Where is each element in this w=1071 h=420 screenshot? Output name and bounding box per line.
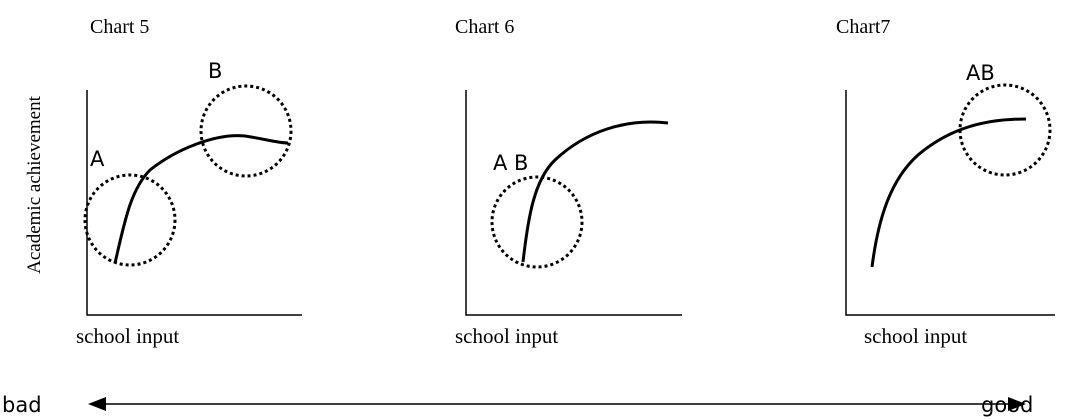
chart-5: Chart 5 A B school input — [76, 16, 302, 348]
chart-6-region-label: A B — [493, 151, 528, 175]
chart-5-region-b-circle — [199, 84, 293, 178]
chart-6-axes — [465, 90, 682, 316]
chart-6-xlabel: school input — [455, 324, 558, 348]
chart-7-axes — [845, 90, 1055, 316]
chart-7-region-circle — [958, 83, 1052, 177]
scale-good-label: good — [981, 393, 1033, 417]
y-axis-label: Academic achievement — [24, 95, 45, 273]
chart-6: Chart 6 A B school input — [455, 16, 682, 348]
scale-arrow-left-head — [88, 397, 106, 411]
chart-6-region-circle — [490, 175, 584, 269]
chart-7: Chart7 AB school input — [836, 16, 1055, 348]
scale-arrow-right-head — [1008, 397, 1026, 411]
chart-5-region-b-label: B — [208, 59, 222, 83]
chart-5-region-a-label: A — [90, 147, 105, 171]
chart-7-region-label: AB — [966, 61, 995, 85]
chart-7-xlabel: school input — [864, 324, 967, 348]
chart-7-curve — [870, 117, 1027, 268]
chart-7-title: Chart7 — [836, 16, 890, 38]
chart-5-region-a-circle — [83, 173, 177, 267]
chart-5-axes — [86, 90, 302, 316]
scale-bad-label: bad — [2, 393, 42, 417]
chart-6-title: Chart 6 — [455, 16, 514, 38]
chart-5-xlabel: school input — [76, 324, 179, 348]
chart-5-curve — [113, 134, 289, 264]
chart-5-title: Chart 5 — [90, 16, 149, 38]
chart-6-curve — [521, 120, 669, 263]
bad-good-scale: bad good — [2, 393, 1033, 417]
